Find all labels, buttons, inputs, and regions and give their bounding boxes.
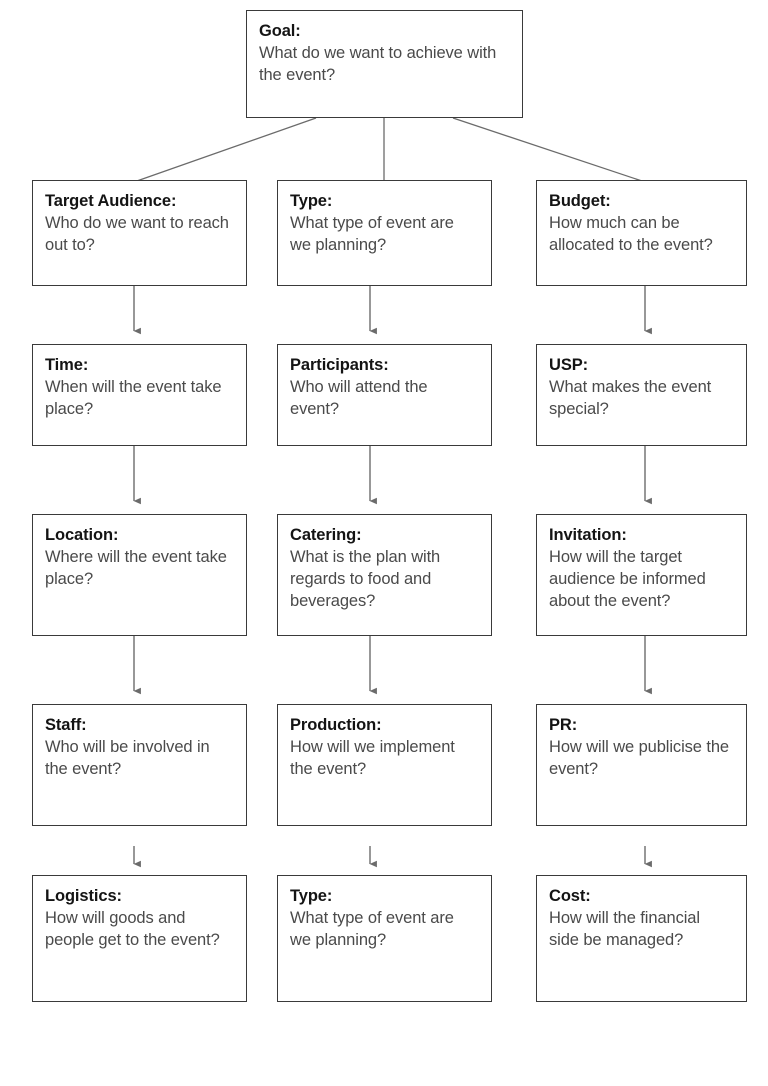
node-title: Target Audience:	[45, 192, 177, 210]
node-title: Type:	[290, 887, 333, 905]
node-goal[interactable]: Goal: What do we want to achieve with th…	[246, 10, 523, 118]
node-body: What makes the event special?	[549, 377, 712, 418]
node-time[interactable]: Time: When will the event take place?	[32, 344, 247, 446]
node-type-bottom[interactable]: Type: What type of event are we planning…	[277, 875, 492, 1002]
node-title: Invitation:	[549, 526, 627, 544]
node-type-top[interactable]: Type: What type of event are we planning…	[277, 180, 492, 286]
root-branch-connectors	[133, 117, 646, 183]
node-body: When will the event take place?	[45, 377, 222, 418]
node-body: How will the financial side be managed?	[549, 908, 700, 949]
node-location[interactable]: Location: Where will the event take plac…	[32, 514, 247, 636]
node-body: What type of event are we planning?	[290, 908, 454, 949]
node-budget[interactable]: Budget: How much can be allocated to the…	[536, 180, 747, 286]
node-body: How much can be allocated to the event?	[549, 213, 713, 254]
node-target-audience[interactable]: Target Audience: Who do we want to reach…	[32, 180, 247, 286]
node-body: How will we implement the event?	[290, 737, 455, 778]
node-title: Time:	[45, 356, 89, 374]
node-logistics[interactable]: Logistics: How will goods and people get…	[32, 875, 247, 1002]
node-title: Type:	[290, 192, 333, 210]
node-title: USP:	[549, 356, 589, 374]
node-title: Location:	[45, 526, 119, 544]
node-pr[interactable]: PR: How will we publicise the event?	[536, 704, 747, 826]
node-title: Participants:	[290, 356, 389, 374]
node-body: What type of event are we planning?	[290, 213, 454, 254]
node-body: Who do we want to reach out to?	[45, 213, 229, 254]
node-body: What do we want to achieve with the even…	[259, 43, 497, 84]
node-body: Who will attend the event?	[290, 377, 428, 418]
node-body: Where will the event take place?	[45, 547, 227, 588]
node-body: How will goods and people get to the eve…	[45, 908, 220, 949]
node-body: How will the target audience be informed…	[549, 547, 706, 610]
node-title: Logistics:	[45, 887, 122, 905]
node-catering[interactable]: Catering: What is the plan with regards …	[277, 514, 492, 636]
node-title: Catering:	[290, 526, 362, 544]
node-title: PR:	[549, 716, 578, 734]
node-title: Cost:	[549, 887, 591, 905]
node-body: How will we publicise the event?	[549, 737, 729, 778]
node-title: Goal:	[259, 22, 301, 40]
node-title: Budget:	[549, 192, 611, 210]
node-body: Who will be involved in the event?	[45, 737, 210, 778]
node-body: What is the plan with regards to food an…	[290, 547, 441, 610]
node-usp[interactable]: USP: What makes the event special?	[536, 344, 747, 446]
node-title: Production:	[290, 716, 382, 734]
node-invitation[interactable]: Invitation: How will the target audience…	[536, 514, 747, 636]
node-cost[interactable]: Cost: How will the financial side be man…	[536, 875, 747, 1002]
node-production[interactable]: Production: How will we implement the ev…	[277, 704, 492, 826]
node-staff[interactable]: Staff: Who will be involved in the event…	[32, 704, 247, 826]
node-title: Staff:	[45, 716, 87, 734]
node-participants[interactable]: Participants: Who will attend the event?	[277, 344, 492, 446]
